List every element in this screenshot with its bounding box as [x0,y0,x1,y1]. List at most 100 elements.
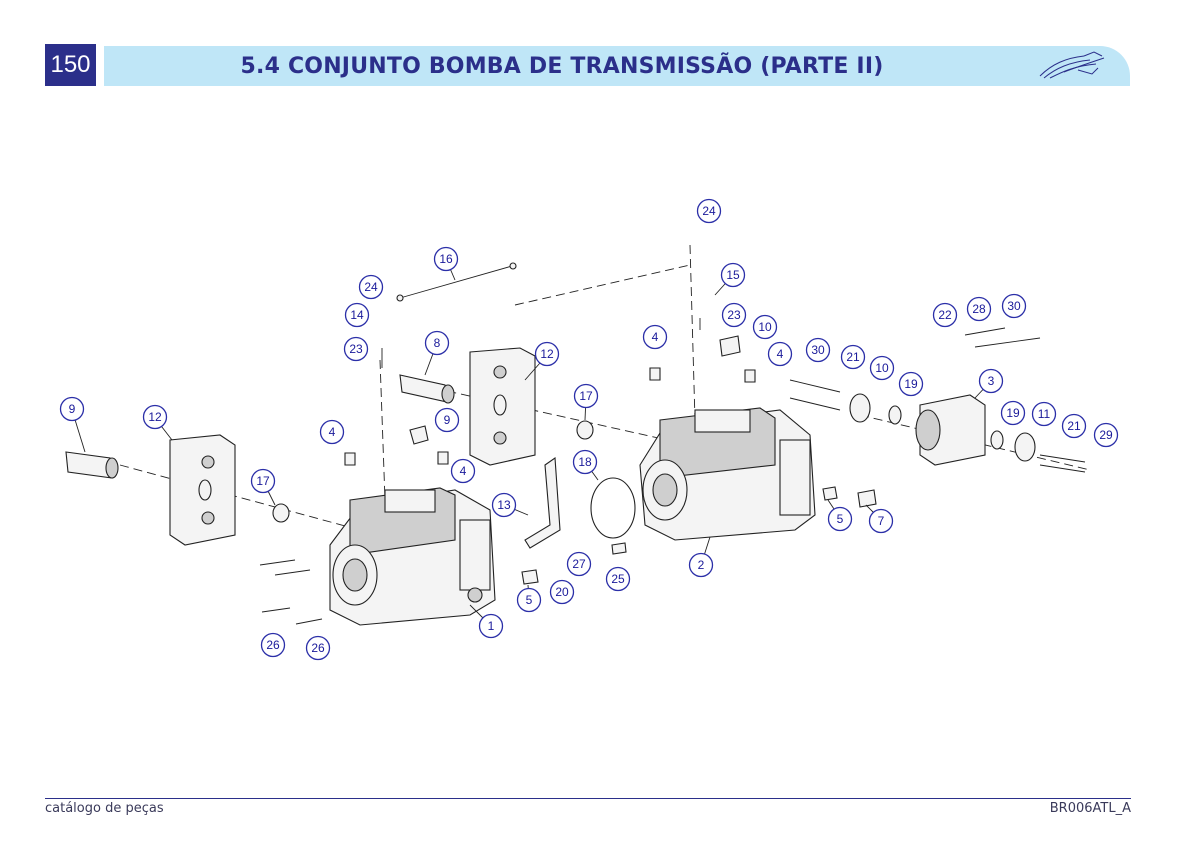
callout: 20 [549,579,575,605]
footer-document-code: BR006ATL_A [1049,801,1131,816]
rod-16 [396,262,517,302]
callout: 1 [478,613,504,639]
svg-text:14: 14 [350,308,364,322]
callout: 5 [516,587,542,613]
gear-pump-3 [849,393,1036,466]
callout: 18 [572,449,598,475]
callout: 16 [433,246,459,272]
svg-text:11: 11 [1038,407,1051,421]
callout: 5 [827,506,853,532]
callout: 19 [898,371,924,397]
svg-text:4: 4 [329,425,336,439]
callout: 12 [142,404,168,430]
svg-text:10: 10 [758,320,772,334]
svg-text:23: 23 [349,342,363,356]
callout: 27 [566,551,592,577]
callout: 30 [805,337,831,363]
svg-text:27: 27 [572,557,586,571]
svg-text:28: 28 [972,302,986,316]
svg-text:26: 26 [311,641,325,655]
callout: 9 [59,396,85,422]
footer-divider [45,798,1131,799]
svg-text:12: 12 [148,410,162,424]
svg-text:2: 2 [698,558,705,572]
callout: 14 [344,302,370,328]
callout: 9 [434,407,460,433]
callout: 23 [721,302,747,328]
svg-text:7: 7 [878,514,885,528]
svg-text:30: 30 [1007,299,1021,313]
callout: 25 [605,566,631,592]
callout: 4 [319,419,345,445]
svg-text:18: 18 [578,455,592,469]
callout: 4 [450,458,476,484]
footer-catalog-label: catálogo de peças [45,801,164,816]
callout: 4 [767,341,793,367]
callout: 15 [720,262,746,288]
callout: 12 [534,341,560,367]
o-ring-17-right [576,420,594,440]
svg-text:5: 5 [526,593,533,607]
gasket-18 [590,477,636,539]
o-ring-17-left [272,503,290,523]
filter-9 [65,451,119,479]
filter-8 [399,374,455,404]
callout: 3 [978,368,1004,394]
callout: 22 [932,302,958,328]
svg-text:25: 25 [611,572,625,586]
svg-text:21: 21 [1067,419,1081,433]
callout: 11 [1031,401,1057,427]
svg-text:16: 16 [439,252,453,266]
callout: 21 [1061,413,1087,439]
svg-text:23: 23 [727,308,741,322]
page-title: 5.4 CONJUNTO BOMBA DE TRANSMISSÃO (PARTE… [240,54,884,79]
svg-text:17: 17 [579,389,593,403]
svg-text:8: 8 [434,336,441,350]
callout: 10 [752,314,778,340]
svg-text:10: 10 [875,361,889,375]
title-bar: 5.4 CONJUNTO BOMBA DE TRANSMISSÃO (PARTE… [104,46,1130,86]
callout: 24 [358,274,384,300]
callout: 2 [688,552,714,578]
svg-text:24: 24 [702,204,716,218]
callout: 4 [642,324,668,350]
valve-block-right [469,347,536,466]
svg-text:21: 21 [846,350,860,364]
callout: 10 [869,355,895,381]
svg-text:15: 15 [726,268,740,282]
callout: 7 [868,508,894,534]
callout: 23 [343,336,369,362]
bolts [259,318,1086,625]
callout: 8 [424,330,450,356]
svg-text:12: 12 [540,347,554,361]
svg-text:30: 30 [811,343,825,357]
svg-text:19: 19 [904,377,918,391]
svg-text:1: 1 [488,619,495,633]
svg-text:17: 17 [256,474,270,488]
callout: 26 [260,632,286,658]
callout: 24 [696,198,722,224]
svg-text:4: 4 [652,330,659,344]
callout: 21 [840,344,866,370]
svg-text:4: 4 [460,464,467,478]
page-number: 150 [45,44,96,86]
svg-text:20: 20 [555,585,569,599]
callout: 17 [250,468,276,494]
bracket-13 [524,456,561,549]
svg-text:22: 22 [938,308,952,322]
svg-text:26: 26 [266,638,280,652]
pump-1 [329,487,496,626]
svg-text:9: 9 [444,413,451,427]
callout: 19 [1000,400,1026,426]
svg-text:9: 9 [69,402,76,416]
pump-2 [639,407,816,541]
callout: 17 [573,383,599,409]
callouts: 1 2 3 4 4 4 4 5 5 7 8 9 9 10 10 11 12 12… [59,198,1119,661]
svg-text:4: 4 [777,347,784,361]
svg-text:29: 29 [1099,428,1113,442]
valve-block-left [169,434,236,546]
svg-text:3: 3 [988,374,995,388]
bird-logo-icon [1039,51,1105,79]
callout: 28 [966,296,992,322]
